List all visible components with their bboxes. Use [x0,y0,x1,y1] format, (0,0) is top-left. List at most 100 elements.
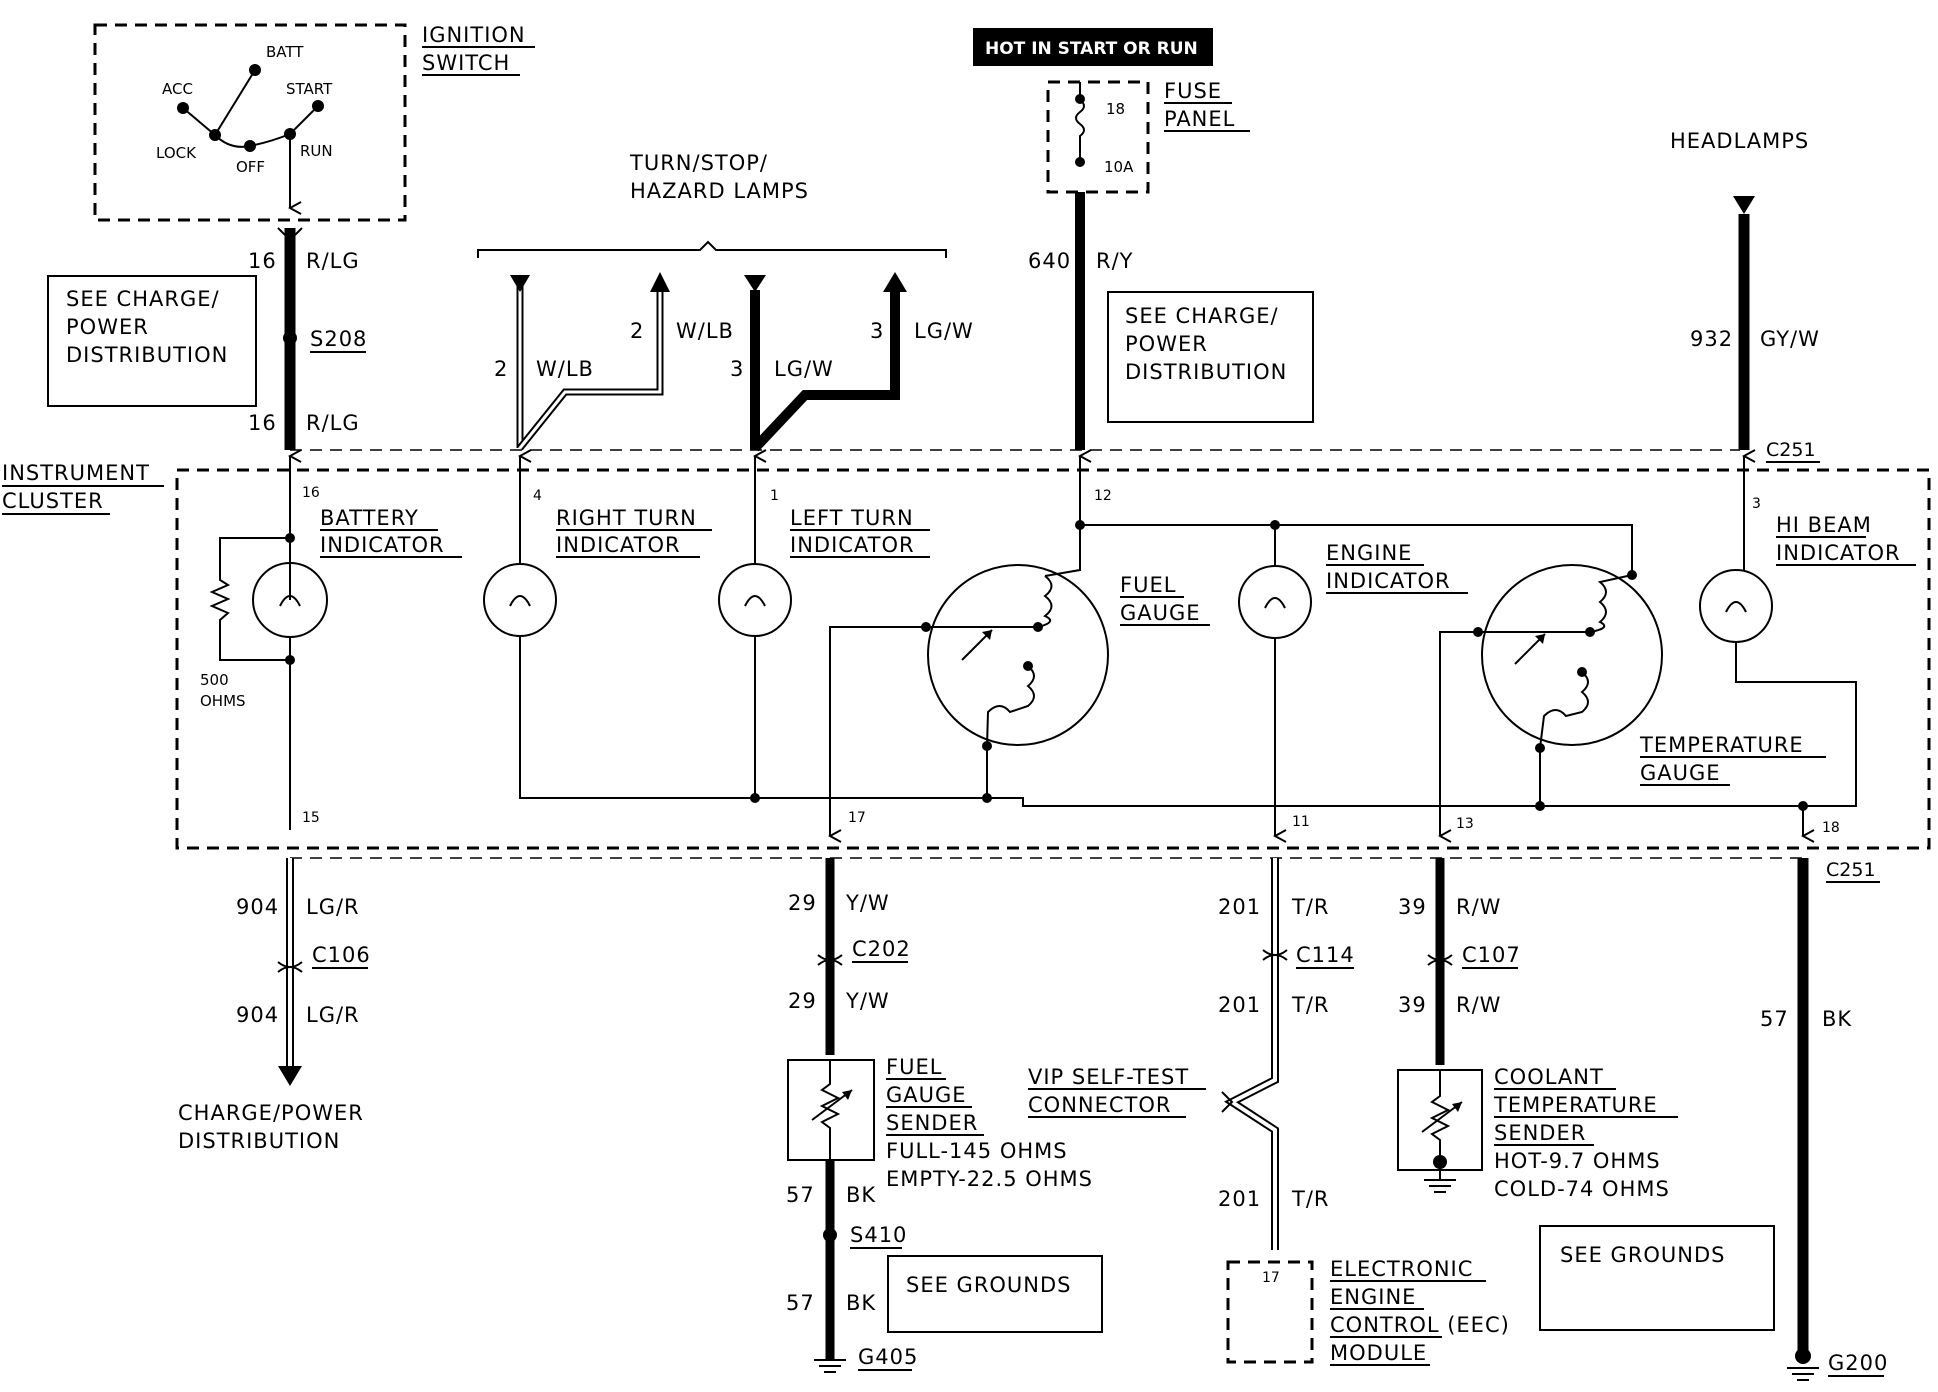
hi-beam-label-2: INDICATOR [1776,541,1901,565]
wire-ign-bottom-color: R/LG [306,411,360,435]
splice-s208: S208 [310,327,367,351]
wire-headlamp-color: GY/W [1760,327,1820,351]
wire-fuel-gnd-top-color: BK [846,1183,876,1207]
note-text: DISTRIBUTION [1125,360,1287,384]
wire-fuse-circuit: 640 [1028,249,1071,273]
fuse-rating: 10A [1104,158,1134,176]
wire-cool-top-color: R/W [1456,895,1501,919]
ignition-switch-title-2: SWITCH [422,51,510,75]
wire-rt-left-circuit: 2 [494,357,508,381]
eec-title-1: ELECTRONIC [1330,1257,1473,1281]
note-text: SEE GROUNDS [1560,1243,1726,1267]
fuse-panel: 18 10A FUSE PANEL [1046,79,1250,194]
wire-chg-top-circuit: 904 [236,895,279,919]
pos-start: START [286,80,333,98]
wire-cluster-gnd-circuit: 57 [1760,1007,1789,1031]
wire-fuel-bottom-color: Y/W [845,989,890,1013]
charge-power-dest-1: CHARGE/POWER [178,1101,364,1125]
temp-gauge-label-1: TEMPERATURE [1639,733,1804,757]
connector-c251-top: C251 [1766,439,1816,461]
turn-lamps-title-1: TURN/STOP/ [629,151,768,175]
wire-chg-top-color: LG/R [306,895,360,919]
right-turn-label-1: RIGHT TURN [556,506,697,530]
right-turn-label-2: INDICATOR [556,533,681,557]
fuel-sender-spec-1: FULL-145 OHMS [886,1139,1068,1163]
wire-fuse-color: R/Y [1096,249,1134,273]
vip-connector-label-2: CONNECTOR [1028,1093,1172,1117]
wire-fuel-gnd-top-circuit: 57 [786,1183,815,1207]
wire-fuel-gnd-bottom-circuit: 57 [786,1291,815,1315]
coolant-sender-title-2: TEMPERATURE [1493,1093,1658,1117]
eec-title-2: ENGINE [1330,1285,1416,1309]
note-text: SEE CHARGE/ [1125,304,1279,328]
wire-fuel-top-color: Y/W [845,891,890,915]
battery-indicator-label-2: INDICATOR [320,533,445,557]
connector-c107: C107 [1462,943,1521,967]
wire-rt-right-color: W/LB [676,319,734,343]
wire-ign-top-circuit: 16 [248,249,277,273]
fuel-gauge-label-2: GAUGE [1120,601,1201,625]
wire-headlamp-circuit: 932 [1690,327,1733,351]
wire-eng-mid-circuit: 201 [1218,993,1261,1017]
charge-power-dest-2: DISTRIBUTION [178,1129,340,1153]
note-charge-power-right: SEE CHARGE/ POWER DISTRIBUTION [1107,291,1314,423]
ignition-switch: IGNITION SWITCH BATT ACC START LOCK OFF … [93,23,535,222]
wire-fuel-bottom-circuit: 29 [788,989,817,1013]
fuel-sender-title-1: FUEL [886,1055,942,1079]
wire-cool-bottom-color: R/W [1456,993,1501,1017]
connector-c106: C106 [312,943,371,967]
vip-connector-label-1: VIP SELF-TEST [1028,1065,1189,1089]
instrument-cluster: INSTRUMENT CLUSTER 16 15 500 OHMS BATTER… [2,456,1931,850]
pin-engine: 11 [1292,814,1310,830]
hot-banner: HOT IN START OR RUN [973,28,1213,66]
temp-gauge-label-2: GAUGE [1640,761,1721,785]
pin-right-turn: 4 [533,488,542,504]
pin-batt-out: 15 [302,810,320,826]
pin-temp: 13 [1456,816,1474,832]
connector-c114: C114 [1296,943,1355,967]
wire-ign-bottom-circuit: 16 [248,411,277,435]
pos-run: RUN [300,142,333,160]
wire-lt-left-color: LG/W [774,357,834,381]
note-text: POWER [66,315,149,339]
left-turn-label-1: LEFT TURN [790,506,914,530]
wire-ign-top-color: R/LG [306,249,360,273]
engine-indicator-label-2: INDICATOR [1326,569,1451,593]
resistor-value: 500 [200,671,229,689]
battery-indicator-label-1: BATTERY [320,506,419,530]
hot-banner-text: HOT IN START OR RUN [985,39,1198,59]
pos-lock: LOCK [156,144,197,162]
fuel-sender-title-2: GAUGE [886,1083,967,1107]
note-grounds-right: SEE GROUNDS [1539,1225,1775,1331]
fuse-panel-title-1: FUSE [1164,79,1222,103]
wire-lt-right-circuit: 3 [870,319,884,343]
splice-s410: S410 [850,1223,907,1247]
ignition-switch-title-1: IGNITION [422,23,526,47]
wires-top [277,192,1755,452]
wire-eng-mid-color: T/R [1291,993,1330,1017]
headlamps-title: HEADLAMPS [1670,129,1809,153]
coolant-sender-spec-1: HOT-9.7 OHMS [1494,1149,1661,1173]
wire-eng-top-color: T/R [1291,895,1330,919]
engine-indicator-label-1: ENGINE [1326,541,1412,565]
connector-c202: C202 [852,937,911,961]
note-text: POWER [1125,332,1208,356]
pos-acc: ACC [162,80,193,98]
turn-lamps-title-2: HAZARD LAMPS [630,179,809,203]
wire-chg-bottom-circuit: 904 [236,1003,279,1027]
wire-lt-right-color: LG/W [914,319,974,343]
pos-batt: BATT [266,43,304,61]
wire-lt-left-circuit: 3 [730,357,744,381]
hi-beam-label-1: HI BEAM [1776,513,1872,537]
pin-hi-beam: 3 [1752,496,1761,512]
wire-rt-left-color: W/LB [536,357,594,381]
cluster-title-2: CLUSTER [2,489,104,513]
coolant-sender-title-3: SENDER [1494,1121,1586,1145]
fuel-sender-title-3: SENDER [886,1111,978,1135]
fuel-gauge-label-1: FUEL [1120,573,1176,597]
fuse-panel-title-2: PANEL [1164,107,1235,131]
wire-fuel-gnd-bottom-color: BK [846,1291,876,1315]
wires-bottom: 17 [277,858,1819,1381]
cluster-title-1: INSTRUMENT [2,461,150,485]
